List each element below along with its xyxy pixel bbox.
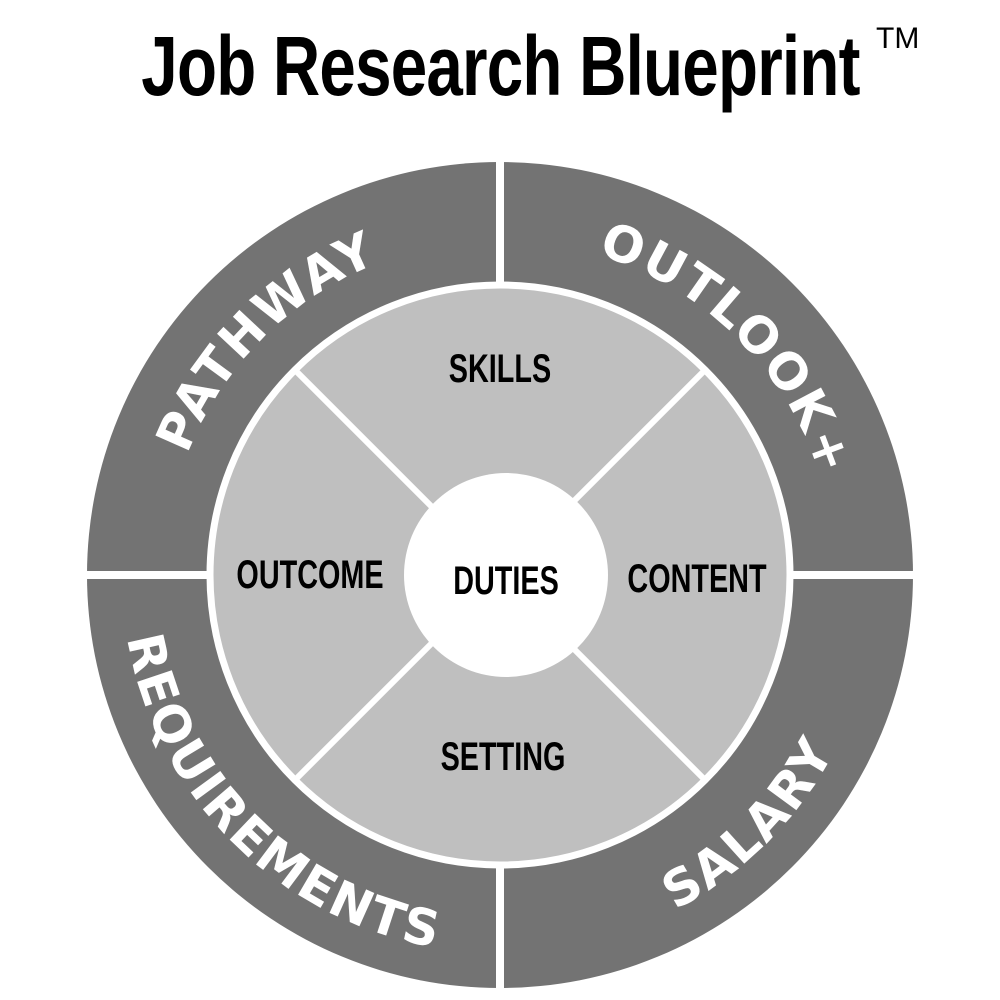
- inner-label-skills: SKILLS: [449, 346, 551, 391]
- title-text: Job Research Blueprint: [140, 19, 860, 113]
- center-circle: [404, 473, 608, 677]
- inner-label-setting: SETTING: [441, 734, 566, 779]
- trademark: TM: [876, 22, 920, 55]
- inner-label-outcome: OUTCOME: [236, 552, 383, 597]
- center-label-duties: DUTIES: [453, 558, 559, 603]
- title: Job Research Blueprint TM: [0, 18, 1000, 115]
- inner-label-content: CONTENT: [627, 556, 766, 601]
